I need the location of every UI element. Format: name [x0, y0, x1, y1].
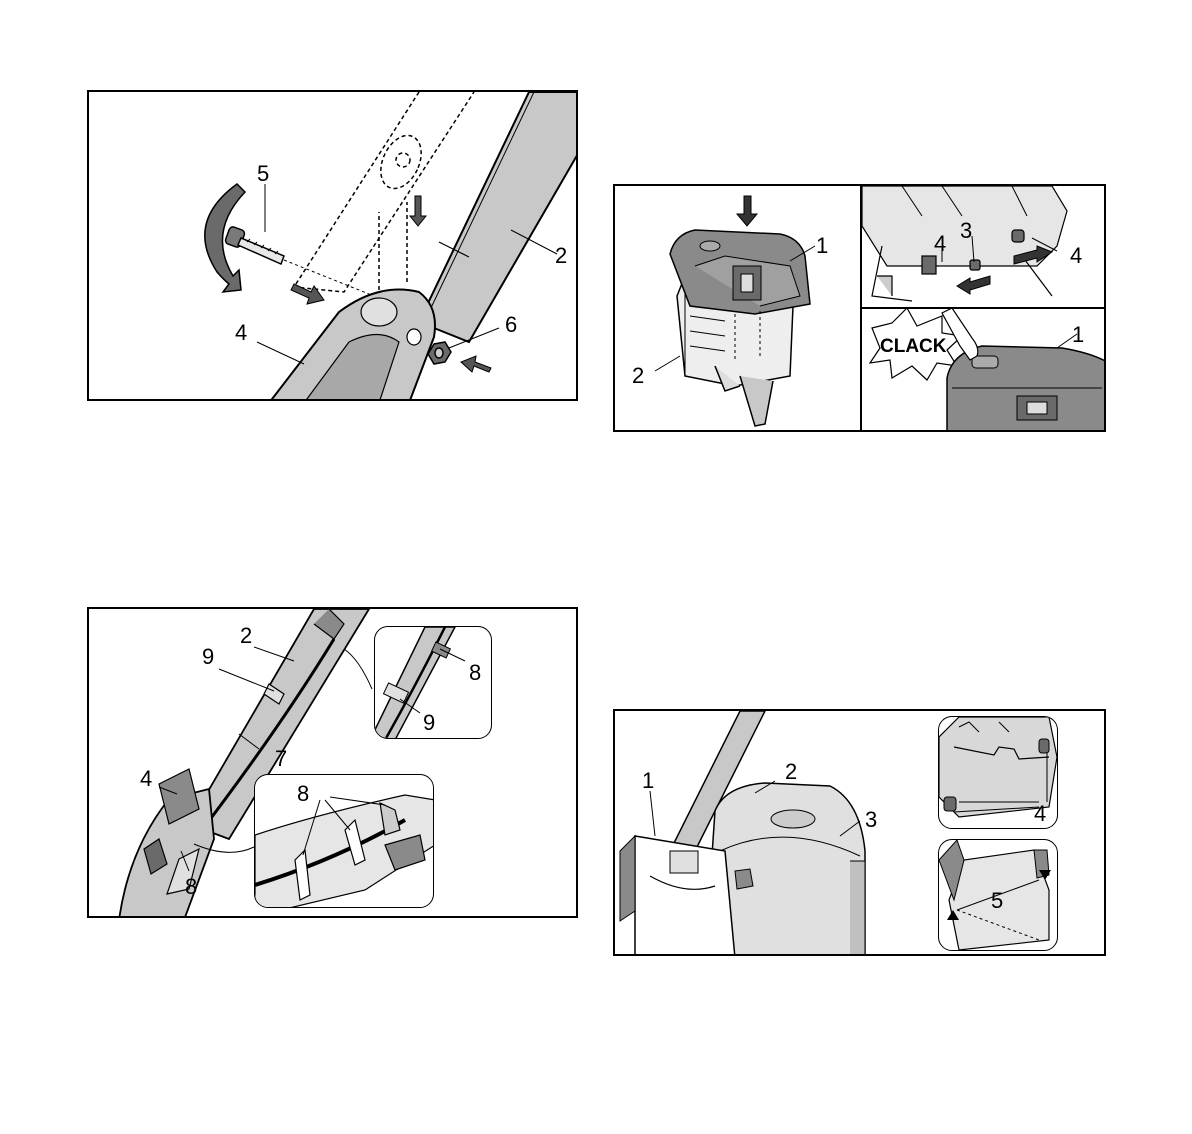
label-cable: 7 [275, 748, 287, 770]
inset-hook-drawing [255, 775, 434, 908]
label-housing: 3 [865, 809, 877, 831]
bracket [269, 290, 435, 402]
label-grass-box: 2 [785, 761, 797, 783]
push-arrow-bolt [291, 284, 324, 304]
inset-catch-detail: 4 [938, 716, 1058, 829]
handle-bolt-drawing [89, 92, 578, 401]
push-arrow-nut [461, 356, 491, 372]
lid-closed-drawing [862, 308, 1106, 432]
label-catch: 4 [1034, 803, 1046, 825]
figure-cable-routing: 2 9 7 4 8 8 9 8 [87, 607, 578, 918]
label-clip-left: 4 [934, 233, 946, 255]
label-hook-bottom: 8 [185, 876, 197, 898]
mount-bracket [119, 769, 214, 918]
label-box: 2 [632, 365, 644, 387]
label-bracket: 4 [235, 322, 247, 344]
label-clip-inset: 9 [423, 712, 435, 734]
clack-text: CLACK [880, 336, 947, 358]
label-hooks: 5 [991, 890, 1003, 912]
main-tube [419, 92, 578, 342]
inset-pointer-top [344, 649, 372, 689]
label-hook-inset-bottom: 8 [297, 783, 309, 805]
label-tube: 2 [555, 245, 567, 267]
label-bracket: 4 [140, 768, 152, 790]
inset-clip-detail: 8 9 [374, 626, 492, 739]
figure-grass-box-mount: 1 2 3 4 5 [613, 709, 1106, 956]
lid-assembly-drawing [615, 186, 860, 432]
push-arrow-down [410, 196, 426, 226]
figure-grass-box-lid: 1 2 4 3 4 [613, 184, 1106, 432]
label-pin: 3 [960, 220, 972, 242]
label-tube: 2 [240, 625, 252, 647]
inset-hook-detail: 8 [254, 774, 434, 908]
push-arrow-down [737, 196, 757, 226]
label-clip-right: 4 [1070, 245, 1082, 267]
inset-hooks-detail: 5 [938, 839, 1058, 951]
label-flap: 1 [642, 770, 654, 792]
label-clip: 9 [202, 646, 214, 668]
label-lid: 1 [816, 235, 828, 257]
label-nut: 6 [505, 314, 517, 336]
label-bolt: 5 [257, 163, 269, 185]
figure-handle-bolt: 5 2 4 6 [87, 90, 578, 401]
label-lid-closed: 1 [1072, 324, 1084, 346]
label-hook-inset-top: 8 [469, 662, 481, 684]
